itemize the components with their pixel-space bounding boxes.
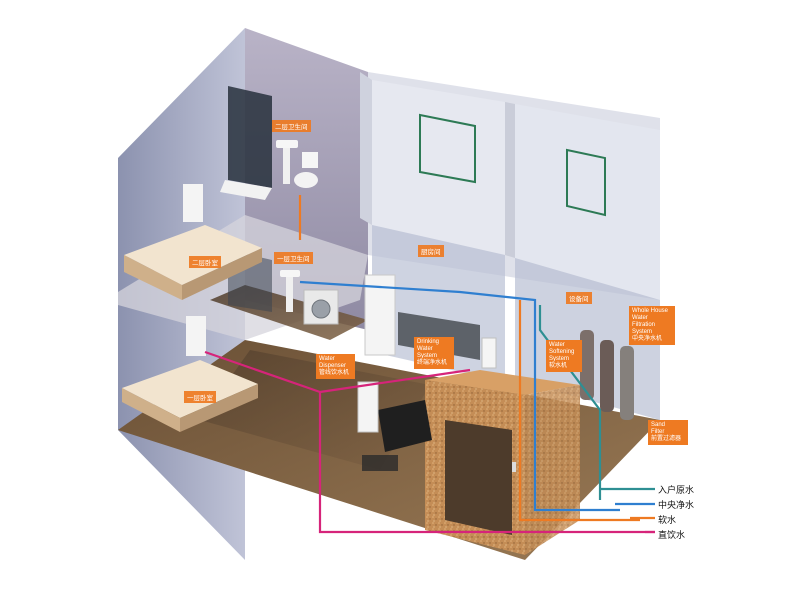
drinking-water-unit	[481, 337, 497, 369]
legend-item-drinking-water: 直饮水	[658, 530, 686, 540]
lower-sink-stand	[286, 277, 293, 312]
device-tag-softener: Water Softening System 软水机	[546, 340, 582, 372]
equipment-window	[566, 148, 606, 217]
room-label-equipment: 设备间	[566, 292, 592, 304]
kitchen-side	[360, 72, 372, 225]
kitchen-upper-wall	[372, 80, 505, 255]
living-floor-dark	[200, 350, 430, 470]
lower-bed	[122, 360, 258, 418]
lower-bed-side2	[180, 384, 258, 432]
upper-bed	[124, 225, 262, 285]
water-dispenser	[357, 381, 379, 433]
coffee-table	[362, 455, 398, 471]
lower-sink	[280, 270, 300, 277]
device-tag-drinking-water: Drinking Water System 终端净水机	[414, 337, 454, 369]
pipe-drinking-branch	[319, 368, 471, 394]
pipe-central-water	[299, 280, 620, 512]
upper-toilet-tank	[302, 152, 318, 168]
room-label-lower-bath: 一层卫生间	[274, 252, 313, 264]
washing-machine-door	[311, 299, 331, 319]
doorway	[445, 420, 512, 535]
upper-bed-side	[124, 255, 182, 300]
upper-toilet	[294, 172, 318, 188]
legend-item-raw-water: 入户原水	[658, 485, 695, 495]
upper-headboard	[183, 184, 203, 222]
upper-shower-base	[220, 180, 272, 200]
room-label-upper-bedroom: 二层卧室	[189, 256, 221, 268]
device-tag-sand-filter: Sand Filter 前置过滤器	[648, 420, 688, 445]
room-label-kitchen: 厨房间	[418, 245, 444, 257]
sofa	[378, 400, 432, 452]
room-label-lower-bedroom: 一层卧室	[184, 391, 216, 403]
door-handle	[512, 462, 516, 472]
tank-2	[600, 340, 614, 412]
stair-block-right	[525, 385, 580, 555]
device-tag-whole-house: Whole House Water Filtration System 中央净水…	[629, 306, 675, 345]
lower-headboard	[186, 316, 206, 356]
pipe-drinking-water	[204, 350, 655, 534]
legend-item-central-water: 中央净水	[658, 500, 695, 510]
device-tag-dispenser: Water Dispenser 管线饮水机	[316, 354, 355, 379]
equipment-upper-wall	[515, 104, 660, 300]
legend-lines	[600, 487, 655, 534]
kitchen-window	[419, 113, 476, 184]
tank-1	[580, 330, 594, 400]
equipment-side	[505, 102, 515, 258]
lower-bed-side	[122, 388, 180, 432]
pipe-soft-water	[518, 300, 640, 522]
upper-sink	[276, 140, 298, 148]
upper-sink-stand	[283, 148, 290, 184]
upper-bed-side2	[182, 248, 262, 300]
stair-block-top	[425, 370, 580, 395]
pipes	[204, 195, 655, 534]
room-label-upper-bath: 二层卫生间	[272, 120, 311, 132]
legend-item-soft-water: 软水	[658, 515, 677, 525]
tank-3	[620, 346, 634, 420]
pipe-legend: 入户原水 中央净水 软水 直饮水	[658, 482, 768, 542]
upper-shower	[228, 86, 272, 188]
